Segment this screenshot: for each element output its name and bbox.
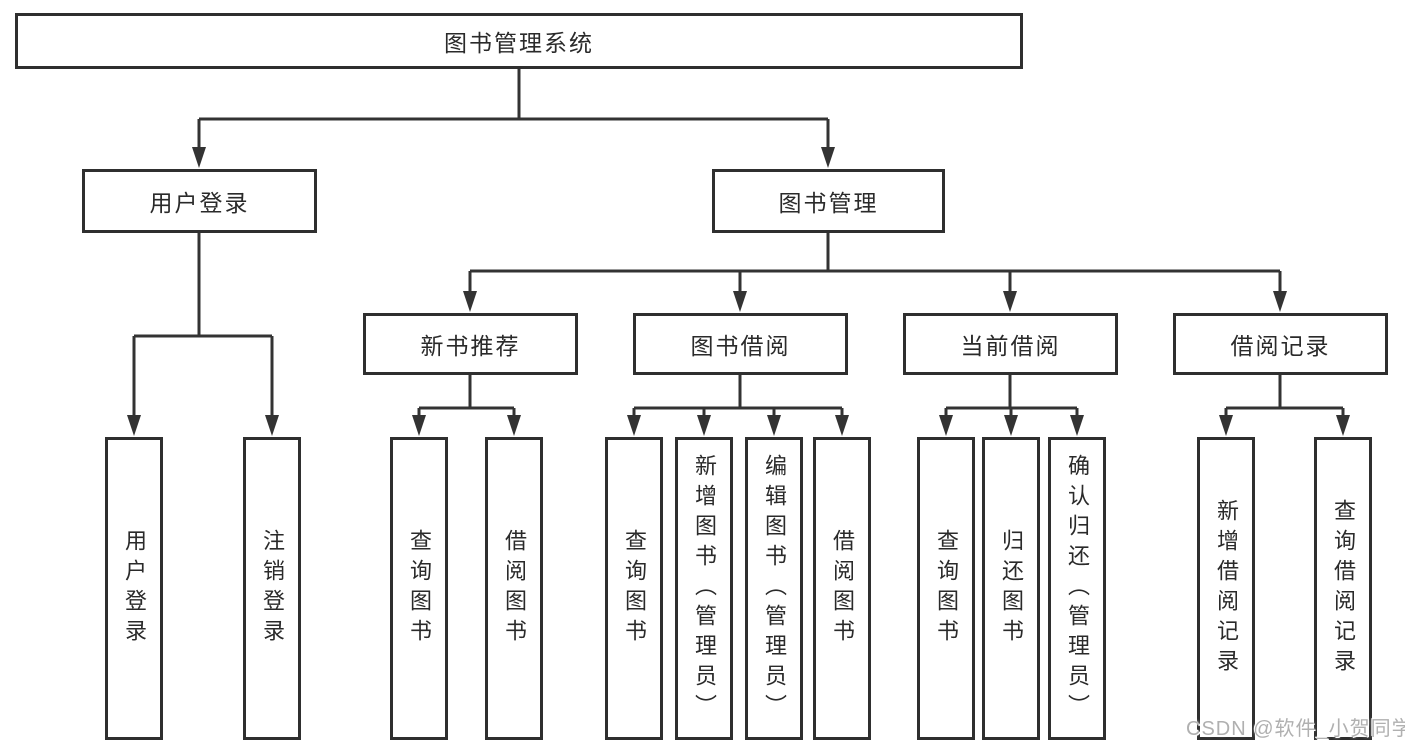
node-book-borrow: 图书借阅: [633, 313, 848, 375]
node-new-book-recommend: 新书推荐: [363, 313, 578, 375]
leaf-query-borrow-record-label: 查询借阅记录: [1331, 498, 1356, 679]
leaf-confirm-return-admin: 确认归还（管理员）: [1048, 437, 1106, 740]
leaf-query-books-1: 查询图书: [390, 437, 448, 740]
leaf-query-books-1-label: 查询图书: [407, 528, 432, 649]
node-book-management-label: 图书管理: [778, 190, 879, 216]
leaf-confirm-return-admin-label: 确认归还（管理员）: [1065, 453, 1090, 724]
leaf-query-books-3: 查询图书: [917, 437, 975, 740]
leaf-add-books-admin-label: 新增图书（管理员）: [692, 453, 717, 724]
node-borrow-records-label: 借阅记录: [1230, 333, 1331, 359]
leaf-query-books-2-label: 查询图书: [622, 528, 647, 649]
leaf-query-books-3-label: 查询图书: [934, 528, 959, 649]
leaf-return-books-label: 归还图书: [999, 528, 1024, 649]
leaf-query-books-2: 查询图书: [605, 437, 663, 740]
csdn-watermark: CSDN @软件_小贺同学: [1186, 718, 1405, 740]
arrowhead-icons: [127, 147, 1350, 436]
leaf-add-books-admin: 新增图书（管理员）: [675, 437, 733, 740]
node-root-label: 图书管理系统: [444, 30, 594, 56]
node-current-borrow: 当前借阅: [903, 313, 1118, 375]
node-borrow-records: 借阅记录: [1173, 313, 1388, 375]
leaf-borrow-books-1: 借阅图书: [485, 437, 543, 740]
node-current-borrow-label: 当前借阅: [960, 333, 1061, 359]
node-user-login: 用户登录: [82, 169, 317, 233]
leaf-user-login: 用户登录: [105, 437, 163, 740]
leaf-user-login-label: 用户登录: [122, 528, 147, 649]
node-book-management: 图书管理: [712, 169, 945, 233]
leaf-add-borrow-record-label: 新增借阅记录: [1214, 498, 1239, 679]
leaf-edit-books-admin: 编辑图书（管理员）: [745, 437, 803, 740]
node-new-book-recommend-label: 新书推荐: [420, 333, 521, 359]
connector-lines: [132, 69, 1345, 418]
leaf-borrow-books-2: 借阅图书: [813, 437, 871, 740]
leaf-borrow-books-1-label: 借阅图书: [502, 528, 527, 649]
node-book-borrow-label: 图书借阅: [690, 333, 791, 359]
leaf-borrow-books-2-label: 借阅图书: [830, 528, 855, 649]
leaf-logout-login: 注销登录: [243, 437, 301, 740]
leaf-add-borrow-record: 新增借阅记录: [1197, 437, 1255, 740]
leaf-logout-login-label: 注销登录: [260, 528, 285, 649]
leaf-return-books: 归还图书: [982, 437, 1040, 740]
node-user-login-label: 用户登录: [149, 190, 250, 216]
leaf-edit-books-admin-label: 编辑图书（管理员）: [762, 453, 787, 724]
node-root: 图书管理系统: [15, 13, 1023, 69]
leaf-query-borrow-record: 查询借阅记录: [1314, 437, 1372, 740]
